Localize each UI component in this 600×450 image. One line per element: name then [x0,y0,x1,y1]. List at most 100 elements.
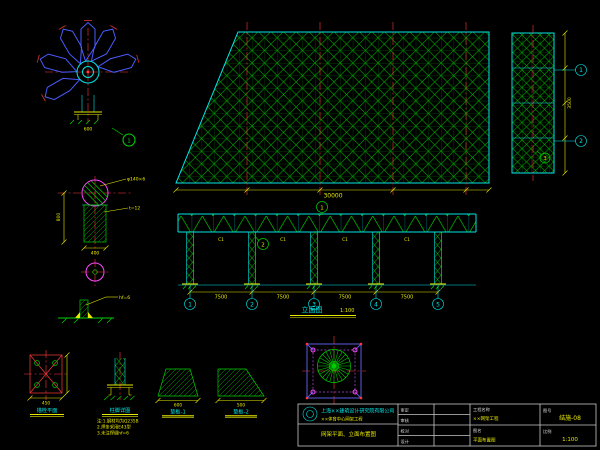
side-callout-2-label: 2 [579,138,583,145]
pad1-shape [157,368,199,397]
project-value: ××网架工程 [473,415,499,422]
truss-band [178,214,476,232]
svg-text:1: 1 [127,138,131,144]
pad-detail-1: 600 垫板-1 [155,368,201,418]
svg-text:3: 3 [312,301,316,308]
svg-text:注:1.钢材均为Q235B: 注:1.钢材均为Q235B [97,418,139,425]
weld-label: hf=6 [119,295,130,301]
elevation-title: 立面图 1:100 [290,305,356,318]
hub-inner-circle [82,66,94,78]
side-inner-callout-label: 3 [543,156,547,162]
fan-node-detail: 600 1 [35,20,141,147]
base-dim-text: 600 [84,127,93,133]
svg-text:4: 4 [374,301,378,308]
bay-labels: C1 C1 C1 C1 [218,237,410,243]
svg-text:校对: 校对 [401,428,409,435]
detail-callout-top: 1 [316,201,328,215]
drawing-name-label: 图名 [473,427,481,434]
side-inner-callout: 3 [536,150,551,164]
anchor-plan-title: 锚栓平面 [37,406,58,414]
base-plate-outline [29,354,63,394]
joint-leaders: φ140×6 t=12 [99,177,145,213]
column-shaft [83,204,107,243]
svg-text:450: 450 [42,401,50,407]
roof-plan-outline [175,31,490,184]
joint-dimensions: 800 400 [56,190,109,257]
svg-text:7500: 7500 [277,295,290,301]
svg-text:C1: C1 [404,237,410,243]
scale-label: 比例 [543,428,551,435]
svg-text:600: 600 [174,403,182,409]
drawing-no-label: 图号 [543,408,551,414]
column-base-title: 柱脚详图 [110,406,131,414]
joint-detail: φ140×6 t=12 800 400 [56,176,145,286]
pad-detail-2: 500 垫板-2 [215,368,267,418]
svg-text:2: 2 [261,242,265,248]
svg-text:7500: 7500 [401,295,414,301]
lattice-column [368,232,384,290]
plan-dim-text: 30000 [323,193,342,200]
ball-hatch [82,180,108,206]
node-starburst [317,349,351,383]
svg-text:2.焊条采用E43型: 2.焊条采用E43型 [97,424,131,431]
weld-seam-left [75,312,80,318]
svg-text:φ140×6: φ140×6 [127,177,145,183]
svg-text:1: 1 [320,205,324,211]
svg-text:500: 500 [237,403,245,409]
grid-bubbles: 1 2 3 4 5 [184,286,444,310]
drawing-no-value: 结施-08 [559,414,581,422]
svg-text:3.未注焊缝hf=6: 3.未注焊缝hf=6 [97,430,129,437]
pad1-title: 垫板-1 [170,408,186,416]
drawing-name-value: 平面布置图 [473,437,496,444]
svg-text:C1: C1 [218,237,224,243]
support-column: 600 [69,95,102,133]
elevation-title-text: 立面图 [302,305,323,314]
column-base-detail: 柱脚详图 注:1.钢材均为Q235B 2.焊条采用E43型 3.未注焊缝hf=6 [97,352,139,437]
svg-text:7500: 7500 [215,295,228,301]
anchor-dimensions: 450 [27,352,70,407]
hub-outer-circle [76,60,100,84]
roof-plan: 30000 [173,22,492,200]
pedestal-outer-square [306,343,362,399]
weld-detail: hf=6 [58,295,130,324]
signature-labels: 审定 审核 校对 设计 [401,407,410,446]
svg-text:t=12: t=12 [129,206,140,212]
svg-text:2: 2 [250,301,254,308]
detail-callout-mid: 2 [255,236,269,250]
side-callout-2: 2 [554,135,587,147]
weld-plate [79,299,89,319]
lattice-column [244,232,260,290]
fan-node-callout: 1 [111,127,136,147]
lattice-column [430,232,446,290]
project-label: 工程名称 [473,406,490,413]
general-notes: 注:1.钢材均为Q235B 2.焊条采用E43型 3.未注焊缝hf=6 [97,418,139,437]
side-elevation: 3500 1 2 3 [511,25,587,181]
drawing-title: 网架平面、立面布置图 [321,430,377,438]
bolt-circle-detail [81,259,109,286]
svg-text:1: 1 [188,301,192,308]
grid-centerlines [246,22,467,196]
svg-text:C1: C1 [280,237,286,243]
side-callout-1-label: 1 [579,67,583,74]
lattice-column [182,232,198,290]
svg-text:5: 5 [436,301,440,308]
svg-text:设计: 设计 [401,438,409,445]
svg-text:审定: 审定 [401,407,409,414]
title-block: 上海××建筑设计研究院有限公司 ××体育中心网架工程 网架平面、立面布置图 审定… [297,403,597,447]
elevation-scale-text: 1:100 [340,308,354,314]
side-callout-1: 1 [554,64,587,76]
main-elevation: C1 C1 C1 C1 7500 7500 7500 7500 1 2 3 4 [177,201,477,318]
svg-text:7500: 7500 [339,295,352,301]
lattice-column [306,232,322,290]
side-dim-text: 3500 [567,97,573,109]
company-logo [302,406,318,422]
svg-text:C1: C1 [342,237,348,243]
scale-value: 1:100 [562,437,578,443]
company-subtitle: ××体育中心网架工程 [321,416,363,423]
pad2-shape [217,368,265,397]
svg-text:400: 400 [91,251,100,257]
plan-dimension-line: 30000 [173,187,492,200]
support-node-plan [302,336,366,404]
